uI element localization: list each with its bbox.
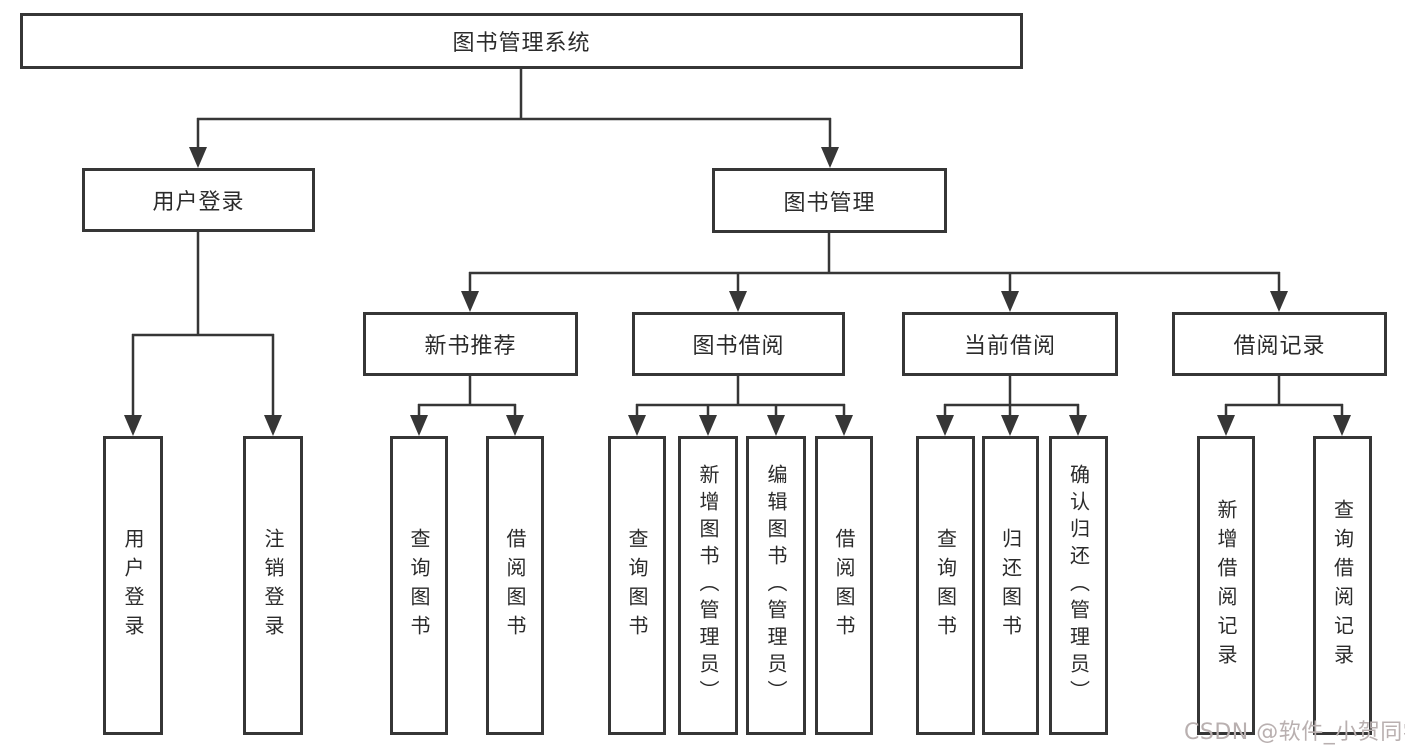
- leaf-query-borrow-record: 查询借阅记录: [1313, 436, 1372, 735]
- leaf-user-login: 用户登录: [103, 436, 163, 735]
- leaf-borrow-books-borrowing: 借阅图书: [815, 436, 873, 735]
- node-book-borrowing: 图书借阅: [632, 312, 845, 376]
- leaf-logout: 注销登录: [243, 436, 303, 735]
- node-book-management: 图书管理: [712, 168, 947, 233]
- leaf-add-borrow-record: 新增借阅记录: [1197, 436, 1255, 735]
- leaf-query-books-recommendation: 查询图书: [390, 436, 448, 735]
- leaf-return-books: 归还图书: [982, 436, 1039, 735]
- node-new-book-recommendation: 新书推荐: [363, 312, 578, 376]
- leaf-query-books-borrowing: 查询图书: [608, 436, 666, 735]
- watermark: CSDN @软件_小贺同学: [1184, 720, 1405, 745]
- node-library-management-system: 图书管理系统: [20, 13, 1023, 69]
- leaf-edit-books-admin: 编辑图书（管理员）: [746, 436, 806, 735]
- node-user-login: 用户登录: [82, 168, 315, 232]
- leaf-query-books-current: 查询图书: [916, 436, 975, 735]
- leaf-borrow-books-recommendation: 借阅图书: [486, 436, 544, 735]
- leaf-add-books-admin: 新增图书（管理员）: [678, 436, 738, 735]
- node-borrowing-records: 借阅记录: [1172, 312, 1387, 376]
- node-current-borrowing: 当前借阅: [902, 312, 1118, 376]
- leaf-confirm-return-admin: 确认归还（管理员）: [1049, 436, 1108, 735]
